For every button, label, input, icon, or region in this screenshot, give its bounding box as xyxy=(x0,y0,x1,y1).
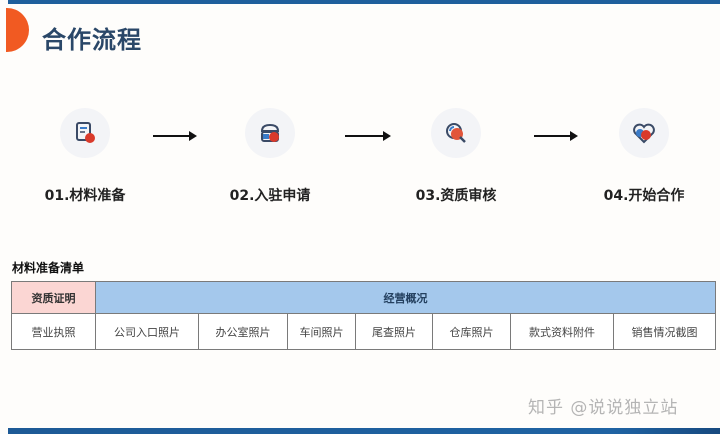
step-label: 03.资质审核 xyxy=(415,188,497,204)
top-accent-bar xyxy=(8,0,720,4)
arrow-icon xyxy=(534,131,578,141)
table-cell: 仓库照片 xyxy=(432,313,511,350)
arrow-icon xyxy=(153,131,197,141)
page-title: 合作流程 xyxy=(42,26,142,54)
section-badge xyxy=(6,8,29,52)
table-cell: 公司入口照片 xyxy=(95,313,199,350)
handshake-heart-icon xyxy=(619,108,669,158)
document-icon xyxy=(60,108,110,158)
table-cell: 尾查照片 xyxy=(355,313,433,350)
step-label: 02.入驻申请 xyxy=(229,188,311,204)
store-icon xyxy=(245,108,295,158)
bottom-accent-bar xyxy=(8,428,720,434)
table-cell: 办公室照片 xyxy=(198,313,288,350)
table-cell: 销售情况截图 xyxy=(613,313,716,350)
step-entry-application: 02.入驻申请 xyxy=(210,108,330,205)
watermark: 知乎 @说说独立站 xyxy=(528,398,679,418)
arrow-icon xyxy=(345,131,391,141)
step-start-cooperation: 04.开始合作 xyxy=(584,108,704,205)
step-qualification-review: 03.资质审核 xyxy=(396,108,516,205)
table-cell: 款式资料附件 xyxy=(510,313,614,350)
step-label: 04.开始合作 xyxy=(603,188,685,204)
materials-list-title: 材料准备清单 xyxy=(12,261,85,275)
table-cell: 营业执照 xyxy=(11,313,96,350)
materials-table: 资质证明 经营概况 营业执照 公司入口照片 办公室照片 车间照片 尾查照片 仓库… xyxy=(11,281,716,350)
step-label: 01.材料准备 xyxy=(44,188,126,204)
qualification-header: 资质证明 xyxy=(11,281,96,314)
operations-header: 经营概况 xyxy=(95,281,716,314)
step-material-prep: 01.材料准备 xyxy=(25,108,145,205)
table-cell: 车间照片 xyxy=(287,313,356,350)
magnifier-icon xyxy=(431,108,481,158)
